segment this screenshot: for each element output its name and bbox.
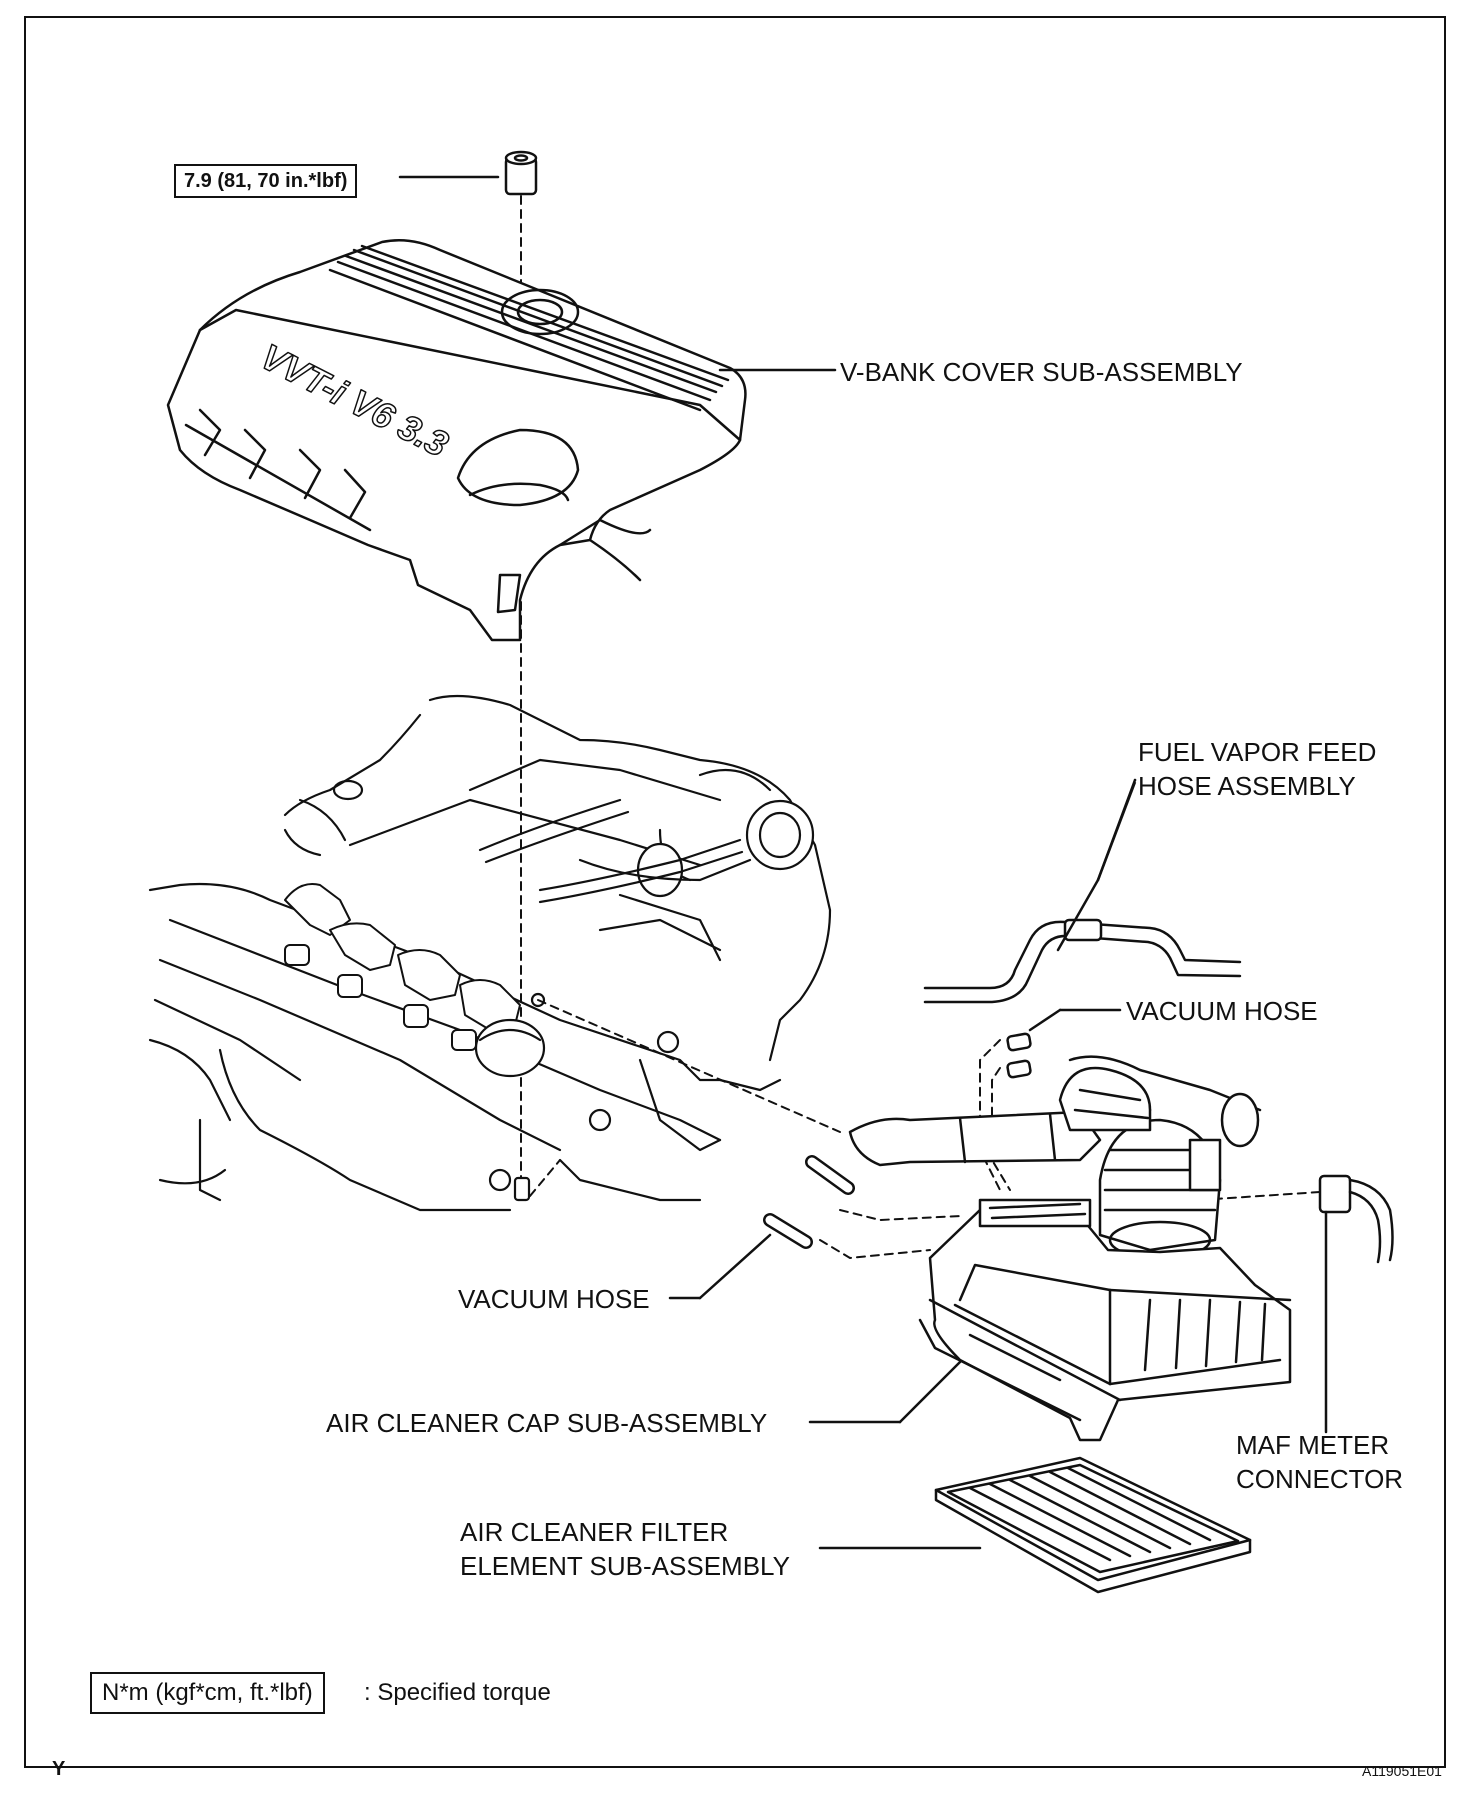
torque-callout-box: 7.9 (81, 70 in.*lbf) bbox=[174, 164, 358, 198]
bolt-part bbox=[398, 150, 538, 196]
torque-legend-box: N*m (kgf*cm, ft.*lbf) bbox=[90, 1672, 325, 1714]
air-filter-element-label: AIR CLEANER FILTER ELEMENT SUB-ASSEMBLY bbox=[460, 1515, 790, 1583]
v-bank-cover-label: V-BANK COVER SUB-ASSEMBLY bbox=[840, 357, 1243, 387]
diagram-frame bbox=[24, 16, 1446, 1768]
maf-line2: CONNECTOR bbox=[1236, 1464, 1404, 1494]
fuel-vapor-line2: HOSE ASSEMBLY bbox=[1138, 771, 1356, 801]
v-bank-cover-part: VVT-i V6 3.3 bbox=[166, 239, 747, 642]
torque-legend-text: : Specified torque bbox=[364, 1679, 551, 1706]
maf-meter-connector-label: MAF METER CONNECTOR bbox=[1236, 1428, 1403, 1496]
lower-vacuum-hose-part bbox=[763, 1155, 855, 1249]
engine-part bbox=[148, 694, 832, 1212]
maf-connector-part bbox=[1318, 1174, 1394, 1434]
vacuum-hose-lower-label: VACUUM HOSE bbox=[458, 1284, 650, 1314]
air-filter-element-part bbox=[934, 1456, 1252, 1594]
fuel-vapor-hose-part bbox=[923, 878, 1242, 1004]
air-cleaner-cap-label: AIR CLEANER CAP SUB-ASSEMBLY bbox=[326, 1408, 768, 1438]
fuel-vapor-line1: FUEL VAPOR FEED bbox=[1138, 737, 1377, 767]
upper-vacuum-hose-part bbox=[1006, 1008, 1122, 1079]
vacuum-hose-upper-label: VACUUM HOSE bbox=[1126, 996, 1318, 1026]
filter-line1: AIR CLEANER FILTER bbox=[460, 1517, 729, 1547]
footer-left-mark: Y bbox=[52, 1758, 66, 1780]
fuel-vapor-feed-hose-label: FUEL VAPOR FEED HOSE ASSEMBLY bbox=[1138, 735, 1376, 803]
air-cleaner-cap-part bbox=[848, 1055, 1292, 1442]
filter-line2: ELEMENT SUB-ASSEMBLY bbox=[460, 1551, 790, 1581]
maf-line1: MAF METER bbox=[1236, 1430, 1390, 1460]
figure-code: A119051E01 bbox=[1362, 1763, 1442, 1779]
